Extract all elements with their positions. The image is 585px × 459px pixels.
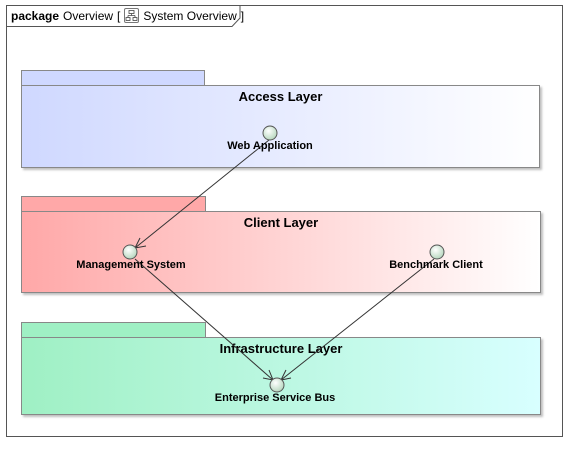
client-layer-title: Client Layer: [243, 215, 319, 230]
frame-name: Overview: [63, 8, 114, 23]
frame-bracket-open: [: [117, 8, 121, 23]
management-system-interface[interactable]: [122, 244, 138, 260]
enterprise-service-bus-label: Enterprise Service Bus: [214, 392, 336, 404]
dependency-management-to-esb[interactable]: [134, 258, 274, 381]
dependency-web-to-management[interactable]: [134, 139, 270, 249]
class-diagram-icon: [124, 8, 140, 23]
diagram-name: System Overview: [143, 8, 237, 23]
client-layer-package[interactable]: Client Layer: [21, 211, 541, 293]
enterprise-service-bus-interface[interactable]: [269, 377, 285, 393]
infrastructure-layer-tab: [21, 322, 206, 337]
frame-keyword: package: [11, 8, 60, 23]
access-layer-package[interactable]: Access Layer: [21, 85, 540, 168]
frame-label: package Overview [ System Overview ]: [11, 8, 244, 23]
access-layer-title: Access Layer: [238, 89, 323, 104]
dependency-benchmark-to-esb[interactable]: [280, 258, 435, 381]
web-application-label: Web Application: [227, 140, 313, 152]
benchmark-client-label: Benchmark Client: [389, 259, 483, 271]
web-application-interface[interactable]: [262, 125, 278, 141]
access-layer-tab: [21, 70, 205, 85]
frame-bracket-close: ]: [240, 8, 245, 23]
management-system-label: Management System: [76, 259, 186, 271]
infrastructure-layer-package[interactable]: Infrastructure Layer: [21, 337, 541, 415]
benchmark-client-interface[interactable]: [429, 244, 445, 260]
client-layer-tab: [21, 196, 206, 211]
infrastructure-layer-title: Infrastructure Layer: [219, 341, 343, 356]
